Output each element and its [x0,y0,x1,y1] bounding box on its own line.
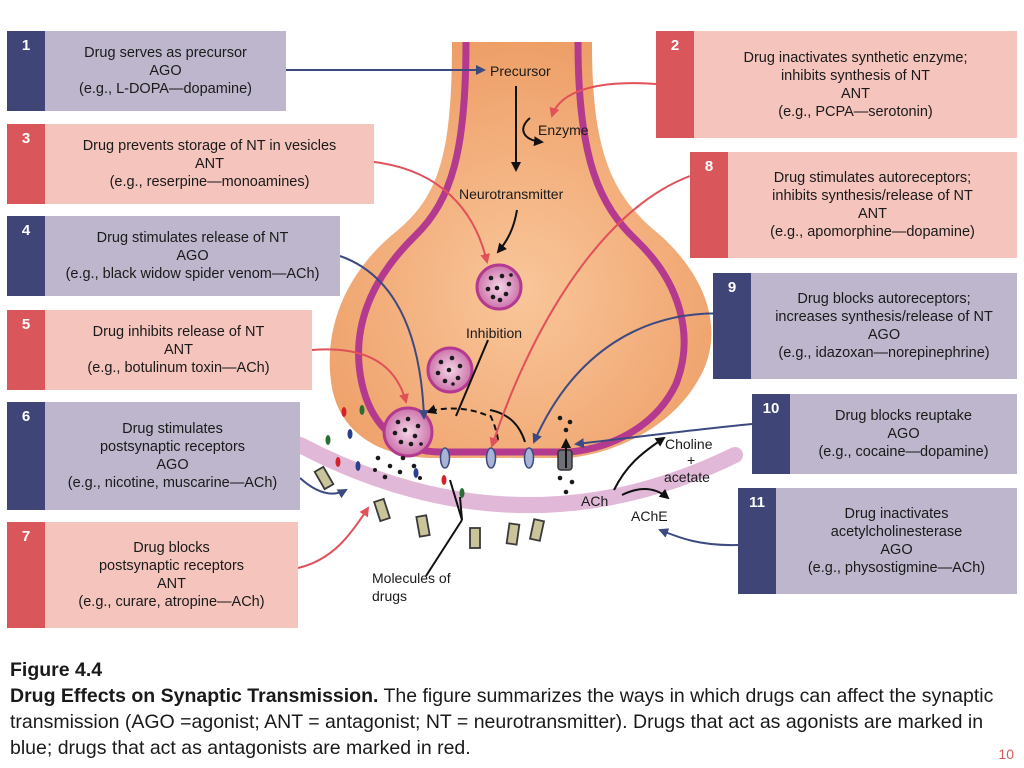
box-number: 11 [738,488,776,594]
autoreceptors [439,447,535,469]
box-number: 9 [713,273,751,379]
box-line: (e.g., apomorphine—dopamine) [770,224,975,240]
vesicle [475,263,523,311]
molecules-label-line-1: Molecules of [372,570,451,586]
box-line: Drug inhibits release of NT [92,324,265,340]
box-line: (e.g., physostigmine—ACh) [807,560,986,576]
postsynaptic-membrane [292,437,743,513]
drug-effect-box-2: 2 Drug inactivates synthetic enzyme;inhi… [656,31,1017,138]
box-line: Drug blocks [133,540,210,556]
box-line: ANT [164,342,193,358]
box-line: (e.g., curare, atropine—ACh) [78,594,265,610]
plus-label: + [687,452,696,468]
box-number: 8 [690,152,728,258]
box-number: 10 [752,394,790,474]
box-line: ANT [195,156,224,172]
ache-label: AChE [631,508,668,524]
drug-effect-box-5: 5 Drug inhibits release of NT ANT (e.g., b… [7,310,312,390]
drug-effect-box-3: 3 Drug prevents storage of NT in vesicle… [7,124,374,204]
vesicle [426,346,474,394]
box-number: 1 [7,31,45,111]
box-line: inhibits synthesis of NT [780,67,931,84]
box-number: 5 [7,310,45,390]
precursor-label: Precursor [490,63,551,79]
figure-title: Drug Effects on Synaptic Transmission. [10,685,379,707]
drug-molecules [325,405,465,498]
terminal-membrane [355,41,688,456]
box-line: (e.g., cocaine—dopamine) [818,444,989,460]
box-line: ANT [157,576,186,592]
box-line: (e.g., idazoxan—norepinephrine) [778,345,990,361]
box-line: Drug stimulates [122,421,223,437]
box-line: Drug serves as precursor [84,45,247,61]
choline-label: Choline [665,436,713,452]
neurotransmitter-label: Neurotransmitter [459,186,564,202]
molecules-label-line-2: drugs [372,588,408,604]
postsynaptic-receptors [313,465,546,549]
neurotransmitter-molecules [373,415,575,495]
box-line: acetylcholinesterase [830,524,963,540]
box-number: 6 [7,402,45,510]
vesicle [382,406,434,458]
box-line: (e.g., black widow spider venom—ACh) [65,266,320,282]
box-line: (e.g., PCPA—serotonin) [778,103,933,120]
box-number: 3 [7,124,45,204]
box-number: 4 [7,216,45,296]
figure-label: Figure 4.4 [10,659,103,681]
box-line: (e.g., L-DOPA—dopamine) [79,81,252,97]
ach-label: ACh [581,493,609,509]
box-line: postsynaptic receptors [99,439,246,455]
box-line: ANT [858,206,887,222]
box-line: AGO [149,63,182,79]
enzyme-label: Enzyme [538,122,589,138]
drug-effect-box-8: 8 Drug stimulates autoreceptors; inhibits… [690,152,1017,258]
box-line: inhibits synthesis/release of NT [772,188,973,204]
box-line: AGO [176,248,209,264]
box-line: increases synthesis/release of NT [775,309,993,325]
synapse-diagram [286,41,753,577]
box-number: 2 [656,31,694,138]
agonist-arrows [286,65,753,547]
box-line: (e.g., nicotine, muscarine—ACh) [67,475,278,491]
internal-arrows [425,86,670,577]
figure-caption: Figure 4.4 Drug Effects on Synaptic Tran… [10,657,995,761]
box-line: Drug stimulates release of NT [96,230,289,246]
acetate-label: acetate [664,469,710,485]
drug-effect-box-9: 9 Drug blocks autoreceptors; increases sy… [713,273,1017,379]
box-line: Drug blocks reuptake [834,408,972,424]
figure-description: The figure summarizes the ways in which … [10,685,994,759]
box-line: AGO [867,327,901,343]
box-line: (e.g., botulinum toxin—ACh) [87,360,270,376]
antagonist-arrows [297,82,691,569]
box-line: (e.g., reserpine—monoamines) [109,174,310,190]
box-line: AGO [880,542,913,558]
inhibition-label: Inhibition [466,325,523,341]
box-line: AGO [156,457,189,473]
box-number: 7 [7,522,45,628]
box-line: Drug blocks autoreceptors; [797,291,971,307]
drug-effect-box-4: 4 Drug stimulates release of NT AGO (e.g.,… [7,216,340,296]
box-line: Drug prevents storage of NT in vesicles [82,138,337,154]
slide-number: 10 [998,746,1014,762]
presynaptic-terminal [329,42,712,458]
box-line: Drug stimulates autoreceptors; [773,170,972,186]
box-line: Drug inactivates [844,506,949,522]
box-line: Drug inactivates synthetic enzyme; [743,49,968,66]
box-line: ANT [841,85,870,102]
box-line: AGO [887,426,920,442]
box-line: postsynaptic receptors [98,558,245,574]
